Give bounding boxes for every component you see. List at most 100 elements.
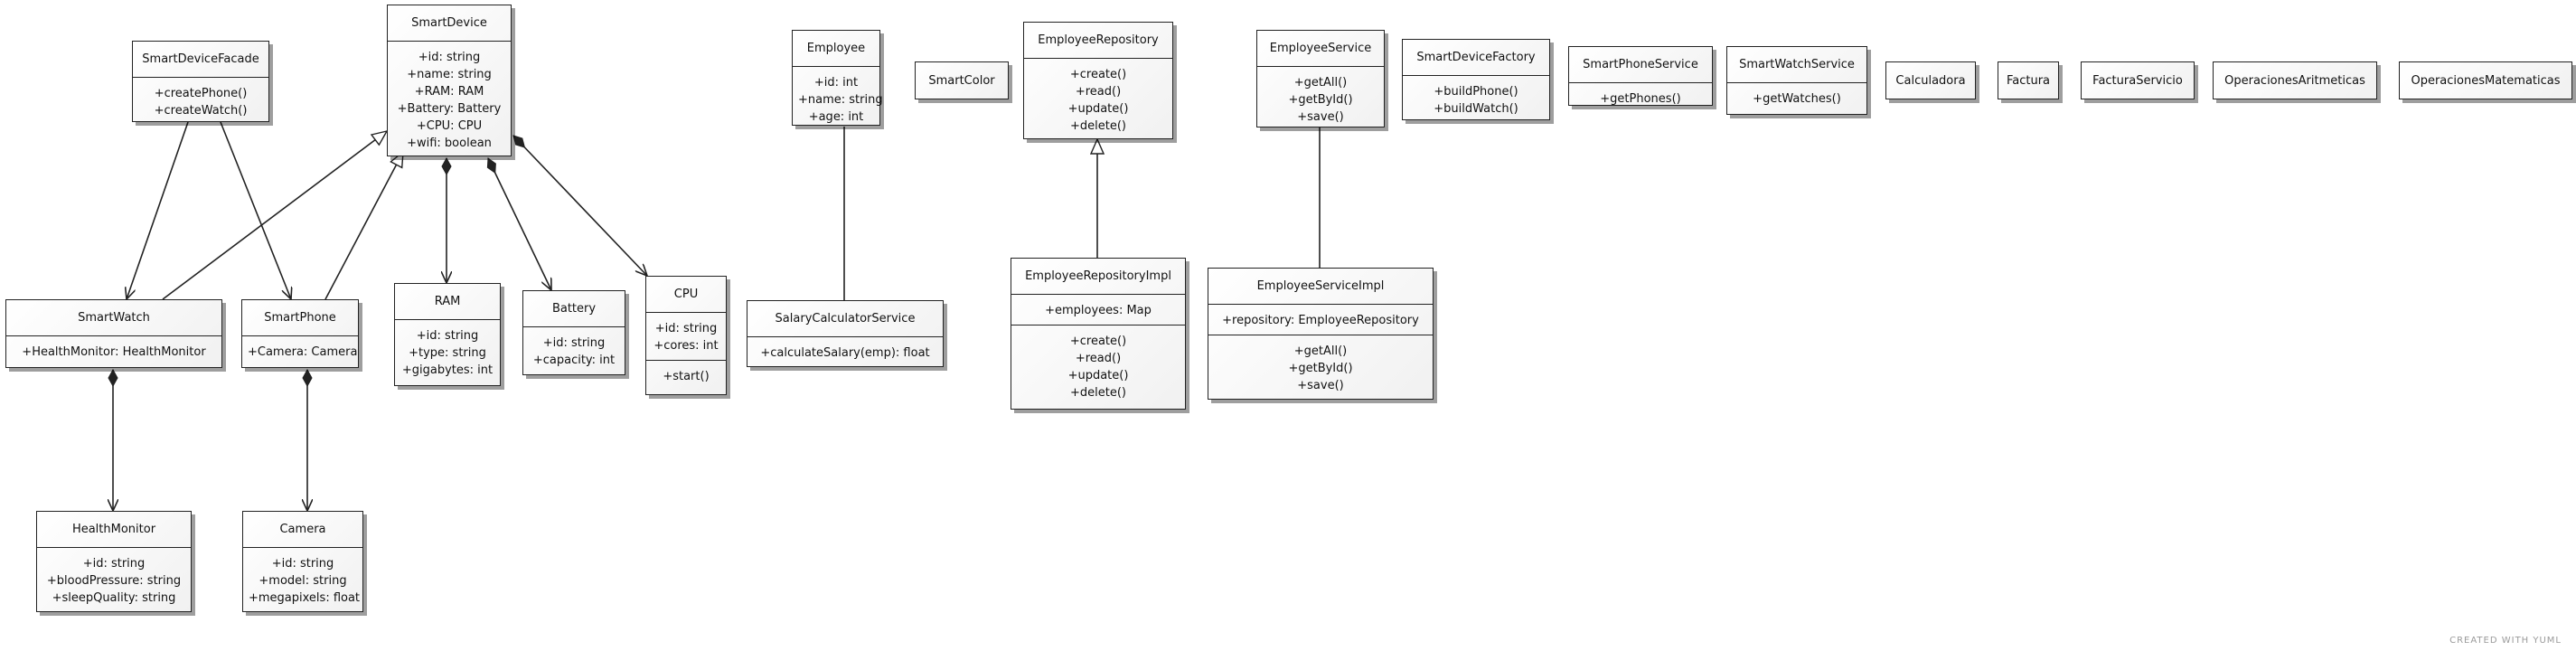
class-members: +id: string+cores: int [646, 312, 726, 360]
member-line: +calculateSalary(emp): float [760, 346, 930, 360]
member-line: +megapixels: float [249, 591, 361, 605]
class-name: SmartWatch [78, 311, 150, 325]
class-smart-phone: SmartPhone +Camera: Camera [241, 299, 359, 368]
class-name: OperacionesAritmeticas [2224, 73, 2365, 88]
class-name: SmartDeviceFacade [142, 52, 259, 66]
member-line: +id: string [416, 329, 479, 343]
class-factura-servicio: FacturaServicio [2081, 61, 2195, 99]
member-line: +age: int [808, 110, 864, 124]
member-line: +type: string [409, 346, 486, 360]
class-cpu: CPU+id: string+cores: int+start() [645, 276, 727, 395]
class-members: +Camera: Camera [242, 335, 358, 366]
member-line: +getAll() [1293, 76, 1348, 90]
class-name: SmartColor [928, 73, 995, 88]
member-line: +sleepQuality: string [52, 591, 176, 605]
class-employee-repository-impl: EmployeeRepositoryImpl+employees: Map+cr… [1011, 258, 1186, 410]
member-line: +id: string [82, 557, 146, 571]
class-name: EmployeeRepository [1038, 33, 1159, 47]
member-line: +getWatches() [1753, 92, 1841, 106]
relation-composition-smartdevice-battery [488, 158, 551, 290]
class-calculadora: Calculadora [1885, 61, 1976, 99]
class-employee-service: EmployeeService+getAll()+getById()+save(… [1256, 30, 1385, 127]
member-line: +getAll() [1293, 344, 1348, 358]
member-line: +id: int [813, 76, 859, 90]
member-line: +delete() [1070, 119, 1126, 133]
class-members: +createPhone()+createWatch() [133, 77, 268, 125]
class-members: +calculateSalary(emp): float [747, 336, 943, 367]
class-name: Camera [279, 523, 326, 536]
member-line: +save() [1297, 110, 1344, 124]
class-members: +id: string+capacity: int [523, 326, 625, 374]
class-name: EmployeeRepositoryImpl [1025, 269, 1171, 283]
member-line: +read() [1075, 352, 1122, 365]
class-ram: RAM+id: string+type: string+gigabytes: i… [394, 283, 501, 386]
member-line: +RAM: RAM [414, 85, 484, 99]
member-line: +Camera: Camera [248, 345, 358, 359]
credit-label: CREATED WITH YUML [2449, 636, 2562, 646]
member-line: +id: string [418, 51, 481, 64]
class-employee-service-impl: EmployeeServiceImpl +repository: Employee… [1208, 268, 1434, 400]
member-line: +buildPhone() [1434, 85, 1518, 99]
class-members: +repository: EmployeeRepository [1208, 304, 1433, 335]
member-line: +update() [1067, 102, 1129, 116]
member-line: +model: string [259, 574, 347, 588]
class-members: +HealthMonitor: HealthMonitor [6, 335, 221, 366]
class-smart-watch: SmartWatch +HealthMonitor: HealthMonitor [5, 299, 222, 368]
class-salary-calculator-service: SalaryCalculatorService +calculateSalary(… [747, 300, 944, 367]
class-members: +id: string +type: string +gigabytes: int [395, 319, 500, 384]
class-members: +getWatches() [1727, 82, 1866, 113]
relation-association-smartdevicefacade-smartwatch [127, 121, 189, 299]
member-line: +employees: Map [1045, 304, 1152, 317]
member-line: +HealthMonitor: HealthMonitor [22, 345, 206, 359]
class-employee-repository: EmployeeRepository+create()+read()+updat… [1023, 22, 1173, 139]
class-smart-watch-service: SmartWatchService +getWatches() [1726, 46, 1867, 115]
class-members: +id: string+name: string+RAM: RAM+Batter… [388, 41, 511, 157]
member-line: +Battery: Battery [397, 102, 502, 116]
member-line: +repository: EmployeeRepository [1222, 314, 1419, 327]
class-name: SmartPhone [264, 311, 336, 325]
class-name: SmartDevice [411, 16, 487, 30]
class-smart-color: SmartColor [915, 61, 1009, 99]
class-operaciones-aritmeticas: OperacionesAritmeticas [2213, 61, 2377, 99]
class-name: Factura [2006, 73, 2051, 88]
class-members: +buildPhone() +buildWatch() [1403, 75, 1549, 123]
class-battery: Battery+id: string+capacity: int [522, 290, 625, 375]
member-line: +name: string [798, 93, 883, 107]
member-line: +bloodPressure: string [46, 574, 182, 588]
member-line: +gigabytes: int [401, 363, 494, 377]
class-methods: +getAll()+getById()+save() [1208, 335, 1433, 400]
class-operaciones-matematicas: OperacionesMatematicas [2399, 61, 2572, 99]
class-members: +id: string +bloodPressure: string +sleepQ… [37, 547, 191, 612]
class-name: HealthMonitor [71, 523, 156, 536]
member-line: +createWatch() [154, 104, 248, 118]
class-name: FacturaServicio [2092, 73, 2183, 88]
class-name: SmartPhoneService [1583, 58, 1698, 71]
class-members: +create()+read()+update()+delete() [1024, 58, 1172, 140]
member-line: +update() [1067, 369, 1129, 382]
member-line: +delete() [1070, 386, 1126, 400]
class-members: +getAll()+getById()+save() [1257, 66, 1384, 131]
member-line: +wifi: boolean [407, 137, 492, 150]
class-members: +getPhones() [1569, 82, 1712, 113]
relation-inheritance-smartwatch-smartdevice [162, 131, 387, 300]
member-line: +id: string [271, 557, 334, 571]
class-name: Calculadora [1895, 73, 1966, 88]
class-members: +id: int +name: string +age: int [793, 66, 883, 131]
member-line: +cores: int [653, 339, 719, 353]
class-name: SalaryCalculatorService [775, 312, 916, 326]
class-smart-device-facade: SmartDeviceFacade +createPhone()+createWa… [132, 41, 269, 122]
class-factura: Factura [1998, 61, 2059, 99]
class-name: EmployeeServiceImpl [1256, 279, 1385, 293]
class-health-monitor: HealthMonitor +id: string +bloodPressure: … [36, 511, 192, 612]
class-name: SmartWatchService [1739, 58, 1855, 71]
member-line: +buildWatch() [1434, 102, 1518, 116]
member-line: +start() [663, 370, 710, 383]
class-smart-phone-service: SmartPhoneService+getPhones() [1568, 46, 1713, 106]
class-name: Employee [806, 42, 866, 55]
class-members: +employees: Map [1011, 294, 1185, 325]
member-line: +id: string [542, 336, 606, 350]
class-methods: +start() [646, 360, 726, 391]
member-line: +save() [1297, 379, 1344, 392]
class-smart-device: SmartDevice +id: string+name: string+RAM:… [387, 5, 512, 156]
